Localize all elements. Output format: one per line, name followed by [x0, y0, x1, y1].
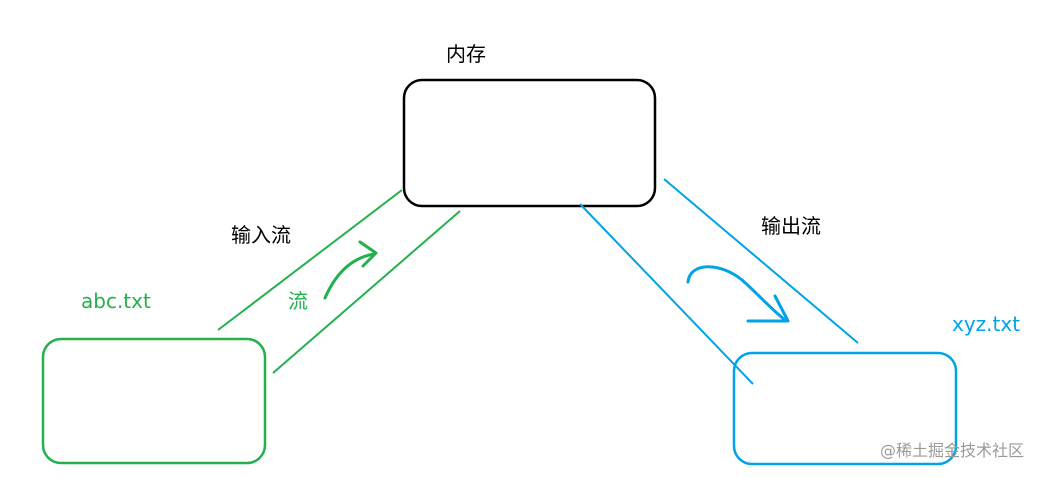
output-channel-right-line — [663, 178, 859, 344]
output-flow-arrow-curve — [686, 265, 787, 322]
input-flow-arrow-curve — [323, 252, 376, 300]
memory-label: 内存 — [446, 42, 486, 66]
output-channel-left-line — [579, 203, 754, 385]
watermark-text: @稀土掘金技术社区 — [880, 441, 1025, 460]
input-channel-upper-line — [217, 189, 403, 331]
output-stream-label: 输出流 — [761, 214, 821, 238]
output-flow-arrow-head — [746, 294, 790, 323]
target-file-label: xyz.txt — [952, 312, 1021, 336]
source-file-box — [41, 337, 267, 465]
input-stream-label: 输入流 — [231, 223, 291, 247]
stream-label: 流 — [288, 289, 308, 313]
source-file-label: abc.txt — [81, 289, 151, 313]
input-flow-arrow-head — [358, 240, 378, 268]
target-file-box — [732, 351, 958, 466]
memory-box — [402, 78, 657, 208]
input-channel-lower-line — [272, 210, 461, 374]
